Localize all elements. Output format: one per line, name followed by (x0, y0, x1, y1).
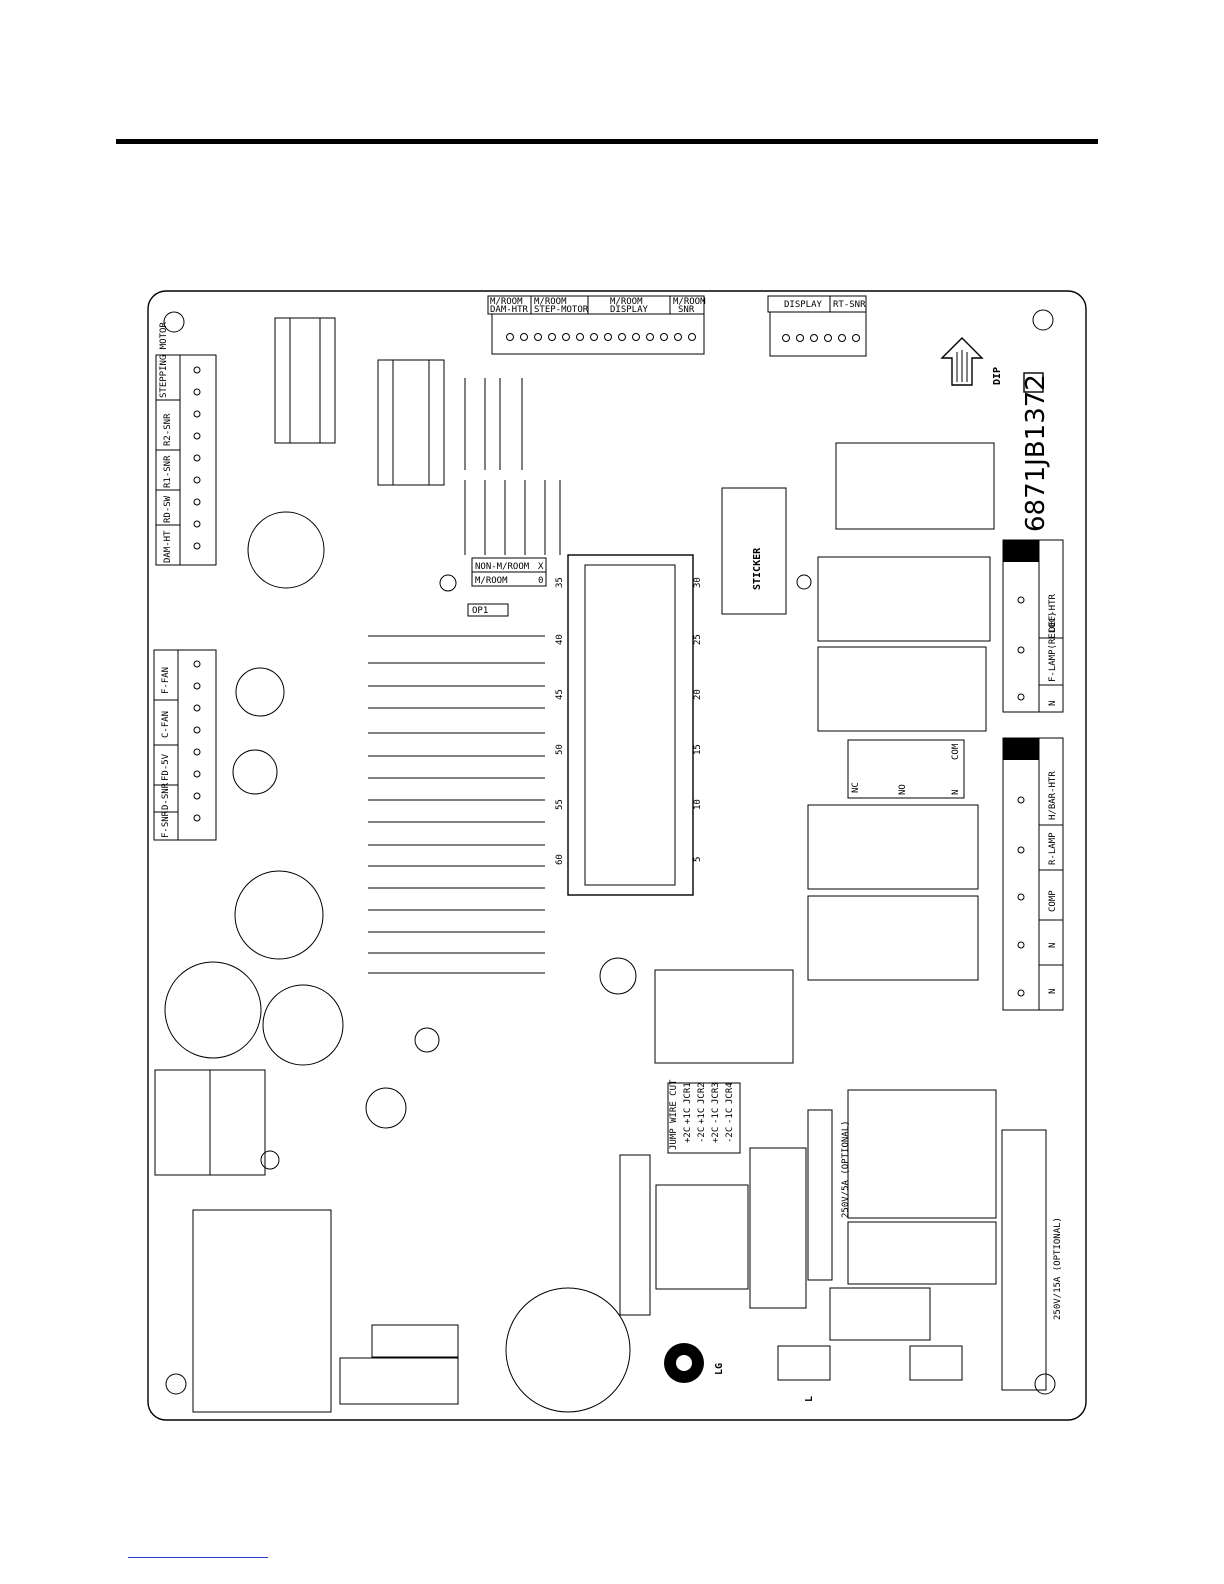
opt-x: X (538, 562, 544, 572)
hdr-display: DISPLAY (784, 300, 823, 310)
lbl-comp: COMP (1048, 890, 1058, 912)
left-connector-top: STEPPING MOTOR R2-SNR R1-SNR RD-SW DAM-H… (155, 322, 217, 566)
lbl-rd-sw: RD-SW (163, 495, 173, 523)
svg-text:5: 5 (693, 857, 703, 862)
lbl-d-snr: D-SNR (161, 782, 171, 810)
fuse2-rating: 250V/5A (OPTIONAL) (841, 1120, 851, 1218)
power-section (154, 969, 1047, 1413)
jcr3-c1: -1C (711, 1108, 721, 1124)
lbl-n-top: N (1048, 701, 1058, 706)
jcr3-c2: +2C (711, 1127, 721, 1143)
lbl-n-bot: N (1048, 989, 1058, 994)
lbl-stepping-motor: STEPPING MOTOR (159, 322, 169, 398)
hdr-mroom-damhtr-b: DAM-HTR (490, 305, 529, 315)
svg-text:35: 35 (555, 577, 565, 588)
lbl-com: NO (898, 784, 908, 795)
lbl-r1-snr: R1-SNR (163, 455, 173, 488)
sticker-area (721, 487, 787, 615)
opt-0: 0 (538, 576, 543, 586)
electrolytic-capacitors (164, 511, 637, 1413)
top-rule (116, 139, 1098, 144)
brand-label: LG (714, 1363, 725, 1375)
svg-text:25: 25 (693, 634, 703, 645)
lbl-no: N (951, 790, 961, 795)
left-connector-bottom: F-FAN C-FAN FD-5V D-SNR F-SNR (153, 649, 217, 841)
svg-text:45: 45 (555, 689, 565, 700)
svg-text:20: 20 (693, 689, 703, 700)
jcr1-c1: +1C (683, 1108, 693, 1124)
con1-pins (506, 333, 696, 341)
part-number: 6871JB1372 (1021, 374, 1051, 532)
lbl-f-lamp: F-LAMP(RELOC) (1048, 612, 1058, 682)
hdr-mroom-display-b: DISPLAY (610, 305, 649, 315)
jcr2-c1: +1C (697, 1108, 707, 1124)
hdr-mroom-step-b: STEP-MOTOR (534, 305, 589, 315)
lbl-r2-snr: R2-SNR (163, 413, 173, 446)
hdr-mroom-step-a: M/ROOM (534, 297, 567, 307)
jcr1-id: JCR1 (683, 1082, 693, 1104)
dip-label: DIP (992, 367, 1003, 385)
resistor-rows (368, 378, 561, 974)
dip-checkbox (1023, 372, 1044, 393)
right-connector-bottom: H/BAR-HTR R-LAMP COMP N N (1002, 737, 1064, 1011)
opt-op1: OP1 (472, 606, 488, 616)
lbl-def-htr: DEF-HTR (1048, 593, 1058, 632)
svg-text:50: 50 (555, 744, 565, 755)
right-connector-top: DEF-HTR F-LAMP(RELOC) N (1002, 539, 1064, 713)
svg-text:40: 40 (555, 634, 565, 645)
ic1-microcontroller: 35 40 45 50 55 60 30 25 20 15 10 5 (555, 554, 703, 896)
hdr-mroom-damhtr-a: M/ROOM (490, 297, 523, 307)
jcr3-id: JCR3 (711, 1082, 721, 1104)
jcr2-id: JCR2 (697, 1082, 707, 1104)
dip-arrow-icon (940, 337, 984, 386)
svg-text:10: 10 (693, 799, 703, 810)
svg-text:55: 55 (555, 799, 565, 810)
fuse1-rating: 250V/15A (OPTIONAL) (1053, 1217, 1063, 1320)
option-room-box: NON-M/ROOM M/ROOM X 0 OP1 (467, 557, 547, 617)
lbl-n-mid: N (1048, 943, 1058, 948)
hdr-rtsnr: RT-SNR (833, 300, 866, 310)
svg-text:30: 30 (693, 577, 703, 588)
hdr-mroom-snr-a: M/ROOM (673, 297, 706, 307)
ic8-chip (274, 317, 336, 444)
opt-mroom: M/ROOM (475, 576, 508, 586)
ic3-chip (377, 359, 445, 486)
lbl-hbar-htr: H/BAR-HTR (1048, 771, 1058, 820)
lbl-f-fan: F-FAN (161, 667, 171, 694)
opt-non-mroom: NON-M/ROOM (475, 562, 530, 572)
terminal-n: L (804, 1396, 815, 1402)
jcr2-c2: -2C (697, 1127, 707, 1143)
jcr1-c2: +2C (683, 1127, 693, 1143)
lbl-c-fan: C-FAN (161, 711, 171, 738)
jump-wire-table: JUMP WIRE CUT JCR1 +1C +2C JCR2 +1C -2C … (669, 1079, 735, 1150)
svg-text:60: 60 (555, 854, 565, 865)
lbl-dam-ht: DAM-HT (163, 530, 173, 563)
board-outline (147, 290, 1087, 1421)
hdr-mroom-snr-b: SNR (678, 305, 695, 315)
jump-table-title: JUMP WIRE CUT (669, 1079, 679, 1150)
svg-text:NC: NC (851, 782, 861, 793)
relays: NC COM NO N (807, 442, 995, 981)
jcr4-c1: -1C (725, 1108, 735, 1124)
svg-text:15: 15 (693, 744, 703, 755)
lg-logo-icon (664, 1343, 704, 1383)
hdr-mroom-display-a: M/ROOM (610, 297, 643, 307)
top-connector-row: M/ROOM DAM-HTR M/ROOM STEP-MOTOR M/ROOM … (487, 295, 867, 357)
lbl-r-lamp: R-LAMP (1048, 832, 1058, 865)
con4-pins (782, 334, 860, 342)
lbl-fd-5v: FD-5V (161, 753, 171, 781)
jcr4-id: JCR4 (725, 1082, 735, 1104)
footer-link-underline[interactable] (128, 1557, 268, 1558)
lbl-nc: COM (951, 743, 961, 760)
mounting-holes (163, 309, 1056, 1395)
lbl-f-snr: F-SNR (161, 810, 171, 838)
sticker-label: STICKER (752, 547, 763, 590)
jcr4-c2: -2C (725, 1127, 735, 1143)
